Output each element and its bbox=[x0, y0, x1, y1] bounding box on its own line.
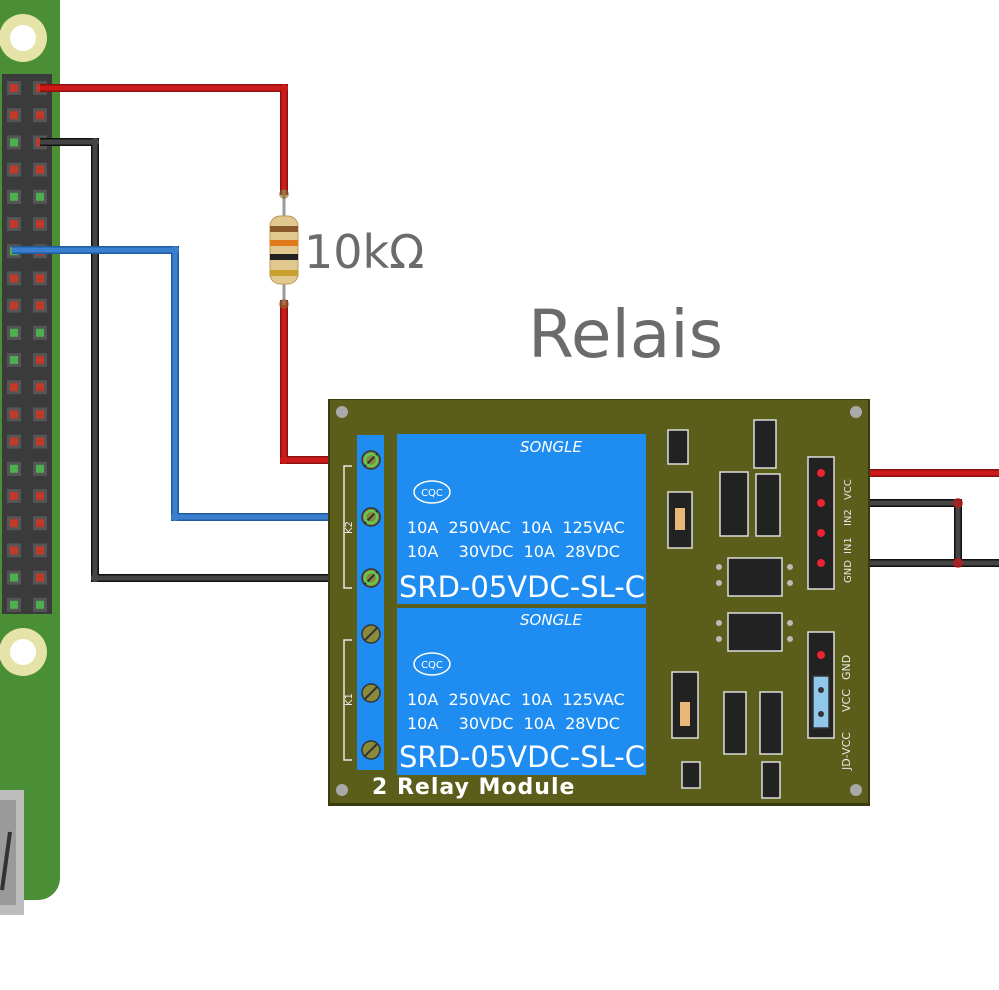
gpio-pin-core bbox=[10, 573, 18, 582]
jumper-label-gnd: GND bbox=[840, 655, 853, 680]
gpio-pin-core bbox=[10, 437, 18, 446]
gpio-pin-core bbox=[36, 111, 44, 120]
gpio-pin-core bbox=[10, 492, 18, 500]
gpio-pin-core bbox=[10, 383, 18, 392]
gpio-pin-core bbox=[10, 220, 18, 228]
gpio-pin-core bbox=[36, 573, 44, 582]
pin-label-gnd: GND bbox=[843, 560, 854, 583]
gpio-pin-core bbox=[10, 356, 18, 364]
gpio-pin-core bbox=[36, 274, 44, 283]
gpio-header bbox=[2, 74, 52, 614]
gpio-pin-core bbox=[10, 464, 18, 473]
input-header: VCC IN2 IN1 GND bbox=[807, 456, 854, 590]
gpio-pin-core bbox=[36, 356, 44, 364]
gpio-pin-core bbox=[10, 301, 18, 310]
relay-side-label: K2 bbox=[344, 521, 355, 534]
relay-rating-1: 10A 250VAC 10A 125VAC bbox=[407, 518, 625, 537]
gpio-pin-core bbox=[36, 546, 44, 555]
resistor-label: 10kΩ bbox=[304, 225, 424, 279]
cqc-mark-icon bbox=[413, 480, 451, 504]
gpio-pin-core bbox=[10, 274, 18, 283]
gpio-pin-core bbox=[36, 519, 44, 528]
relay-model: SRD-05VDC-SL-C bbox=[399, 570, 645, 604]
resistor bbox=[269, 189, 299, 309]
jumper-label-vcc: VCC bbox=[840, 689, 853, 712]
mounting-hole-icon bbox=[850, 784, 862, 796]
gpio-pin-core bbox=[10, 410, 18, 419]
pin-label-in2: IN2 bbox=[843, 509, 854, 526]
gpio-pin-core bbox=[10, 84, 18, 92]
relay-rating-2: 10A 30VDC 10A 28VDC bbox=[407, 714, 620, 733]
diagram-title: Relais bbox=[528, 296, 723, 373]
relay-k1: SONGLE CQC 10A 250VAC 10A 125VAC 10A 30V… bbox=[397, 608, 646, 775]
gpio-pin-core bbox=[36, 192, 44, 201]
relay-module: K2 K1 SONGLE CQC 10A 250VAC 10A 125VAC 1… bbox=[328, 399, 870, 806]
gpio-pin-core bbox=[10, 192, 18, 201]
terminal-k1 bbox=[361, 624, 381, 760]
gpio-pin-core bbox=[36, 437, 44, 446]
relay-brand: SONGLE bbox=[520, 438, 583, 456]
pin-label-vcc: VCC bbox=[843, 479, 854, 500]
gpio-pin-core bbox=[10, 165, 18, 174]
gpio-pin-core bbox=[10, 519, 18, 528]
relay-side-label: K1 bbox=[344, 693, 355, 706]
raspberry-pi-board bbox=[0, 0, 60, 915]
relay-brand: SONGLE bbox=[520, 611, 583, 629]
relay-cert: CQC bbox=[421, 488, 443, 499]
gpio-pin-core bbox=[36, 220, 44, 228]
relay-model: SRD-05VDC-SL-C bbox=[399, 740, 645, 774]
jumper-label-jdvcc: JD-VCC bbox=[840, 732, 853, 771]
gpio-pin-core bbox=[10, 546, 18, 555]
gpio-pin-core bbox=[36, 301, 44, 310]
screw-terminal-block bbox=[357, 435, 384, 770]
relay-rating-1: 10A 250VAC 10A 125VAC bbox=[407, 690, 625, 709]
mounting-hole-icon bbox=[336, 784, 348, 796]
jumper-header: JD-VCC VCC GND bbox=[807, 631, 853, 771]
relay-rating-2: 10A 30VDC 10A 28VDC bbox=[407, 542, 620, 561]
gpio-pin-core bbox=[10, 111, 18, 120]
module-name: 2 Relay Module bbox=[372, 775, 575, 800]
gpio-pin-core bbox=[36, 600, 44, 609]
gpio-pin-core bbox=[36, 492, 44, 500]
cqc-mark-icon bbox=[413, 652, 451, 676]
gpio-pin-core bbox=[10, 328, 18, 337]
mounting-hole-icon bbox=[850, 406, 862, 418]
smd-components bbox=[667, 419, 793, 799]
wire-black-gnd bbox=[40, 138, 371, 582]
optocoupler bbox=[727, 557, 783, 597]
relay-k2: SONGLE CQC 10A 250VAC 10A 125VAC 10A 30V… bbox=[397, 434, 646, 604]
gpio-pin-core bbox=[36, 383, 44, 392]
wires bbox=[12, 84, 999, 582]
wire-blue-gpio bbox=[12, 246, 371, 521]
gpio-pin-core bbox=[36, 165, 44, 174]
mounting-hole-icon bbox=[336, 406, 348, 418]
jumper-cap bbox=[812, 675, 830, 729]
terminal-k2 bbox=[361, 450, 381, 588]
gpio-pin-core bbox=[36, 328, 44, 337]
gpio-pin-core bbox=[36, 464, 44, 473]
gpio-pin-core bbox=[36, 410, 44, 419]
relay-cert: CQC bbox=[421, 660, 443, 671]
pin-label-in1: IN1 bbox=[843, 537, 854, 554]
optocoupler bbox=[727, 612, 783, 652]
gpio-pin-core bbox=[10, 600, 18, 609]
gpio-pin-core bbox=[10, 138, 18, 147]
